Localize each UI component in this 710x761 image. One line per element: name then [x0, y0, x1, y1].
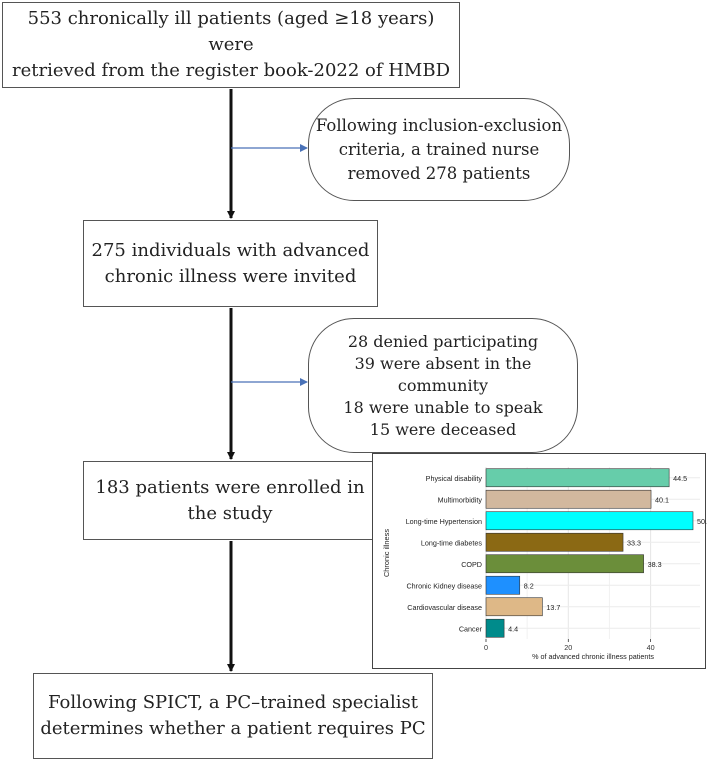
x-tick-label: 40 — [647, 643, 655, 652]
data-label: 8.2 — [524, 581, 534, 590]
category-label: Chronic Kidney disease — [406, 581, 482, 590]
bar — [485, 597, 543, 617]
category-label: Multimorbidity — [438, 495, 483, 504]
step-spict-line-1: Following SPICT, a PC–trained specialist — [48, 692, 418, 713]
category-label: COPD — [461, 560, 482, 569]
exclusion-criteria-oval: Following inclusion-exclusion criteria, … — [308, 98, 570, 201]
x-tick-label: 20 — [564, 643, 572, 652]
data-label: 44.5 — [673, 474, 687, 483]
bar — [485, 618, 505, 638]
bar — [485, 532, 624, 552]
step-retrieved-line-1: 553 chronically ill patients (aged ≥18 y… — [27, 8, 435, 55]
category-label: Cardiovascular disease — [407, 603, 482, 612]
bar — [485, 489, 652, 509]
category-label: Long-time diabetes — [421, 538, 483, 547]
y-axis-title: Chronic illness — [382, 529, 391, 577]
data-label: 40.1 — [655, 495, 669, 504]
data-label: 4.4 — [508, 624, 518, 633]
bar — [485, 511, 694, 531]
data-label: 13.7 — [546, 603, 560, 612]
step-retrieved-box: 553 chronically ill patients (aged ≥18 y… — [2, 2, 460, 88]
step-spict-line-2: determines whether a patient requires PC — [40, 718, 426, 739]
bar — [485, 554, 644, 574]
step-enrolled-line-1: 183 patients were enrolled in — [95, 476, 365, 498]
exclusion-reason-denied: 28 denied participating — [347, 331, 539, 351]
step-enrolled-line-2: the study — [187, 502, 273, 524]
exclusion-criteria-line-1: Following inclusion-exclusion — [315, 115, 563, 135]
exclusion-reason-unable-to-speak: 18 were unable to speak — [343, 397, 543, 417]
step-retrieved-line-2: retrieved from the register book-2022 of… — [11, 60, 451, 81]
exclusion-criteria-line-2: criteria, a trained nurse — [338, 139, 540, 159]
exclusion-reasons-oval: 28 denied participating 39 were absent i… — [308, 318, 578, 453]
category-label: Cancer — [459, 624, 483, 633]
exclusion-criteria-line-3: removed 278 patients — [347, 163, 531, 183]
category-label: Physical disability — [426, 474, 483, 483]
bar — [485, 575, 521, 595]
step-invited-line-2: chronic illness were invited — [104, 265, 357, 287]
x-tick-label: 0 — [484, 643, 488, 652]
data-label: 38.3 — [648, 560, 662, 569]
exclusion-reason-absent: 39 were absent in the community — [354, 353, 532, 395]
data-label: 50.3 — [697, 517, 707, 526]
x-axis-title: % of advanced chronic illness patients — [532, 652, 654, 661]
step-invited-box: 275 individuals with advanced chronic il… — [83, 220, 378, 307]
step-spict-box: Following SPICT, a PC–trained specialist… — [33, 673, 433, 759]
step-invited-line-1: 275 individuals with advanced — [91, 239, 370, 261]
category-label: Long-time Hypertension — [406, 517, 482, 526]
exclusion-reason-deceased: 15 were deceased — [369, 419, 517, 439]
step-enrolled-box: 183 patients were enrolled in the study — [83, 461, 377, 540]
bar — [485, 468, 670, 488]
data-label: 33.3 — [627, 538, 641, 547]
